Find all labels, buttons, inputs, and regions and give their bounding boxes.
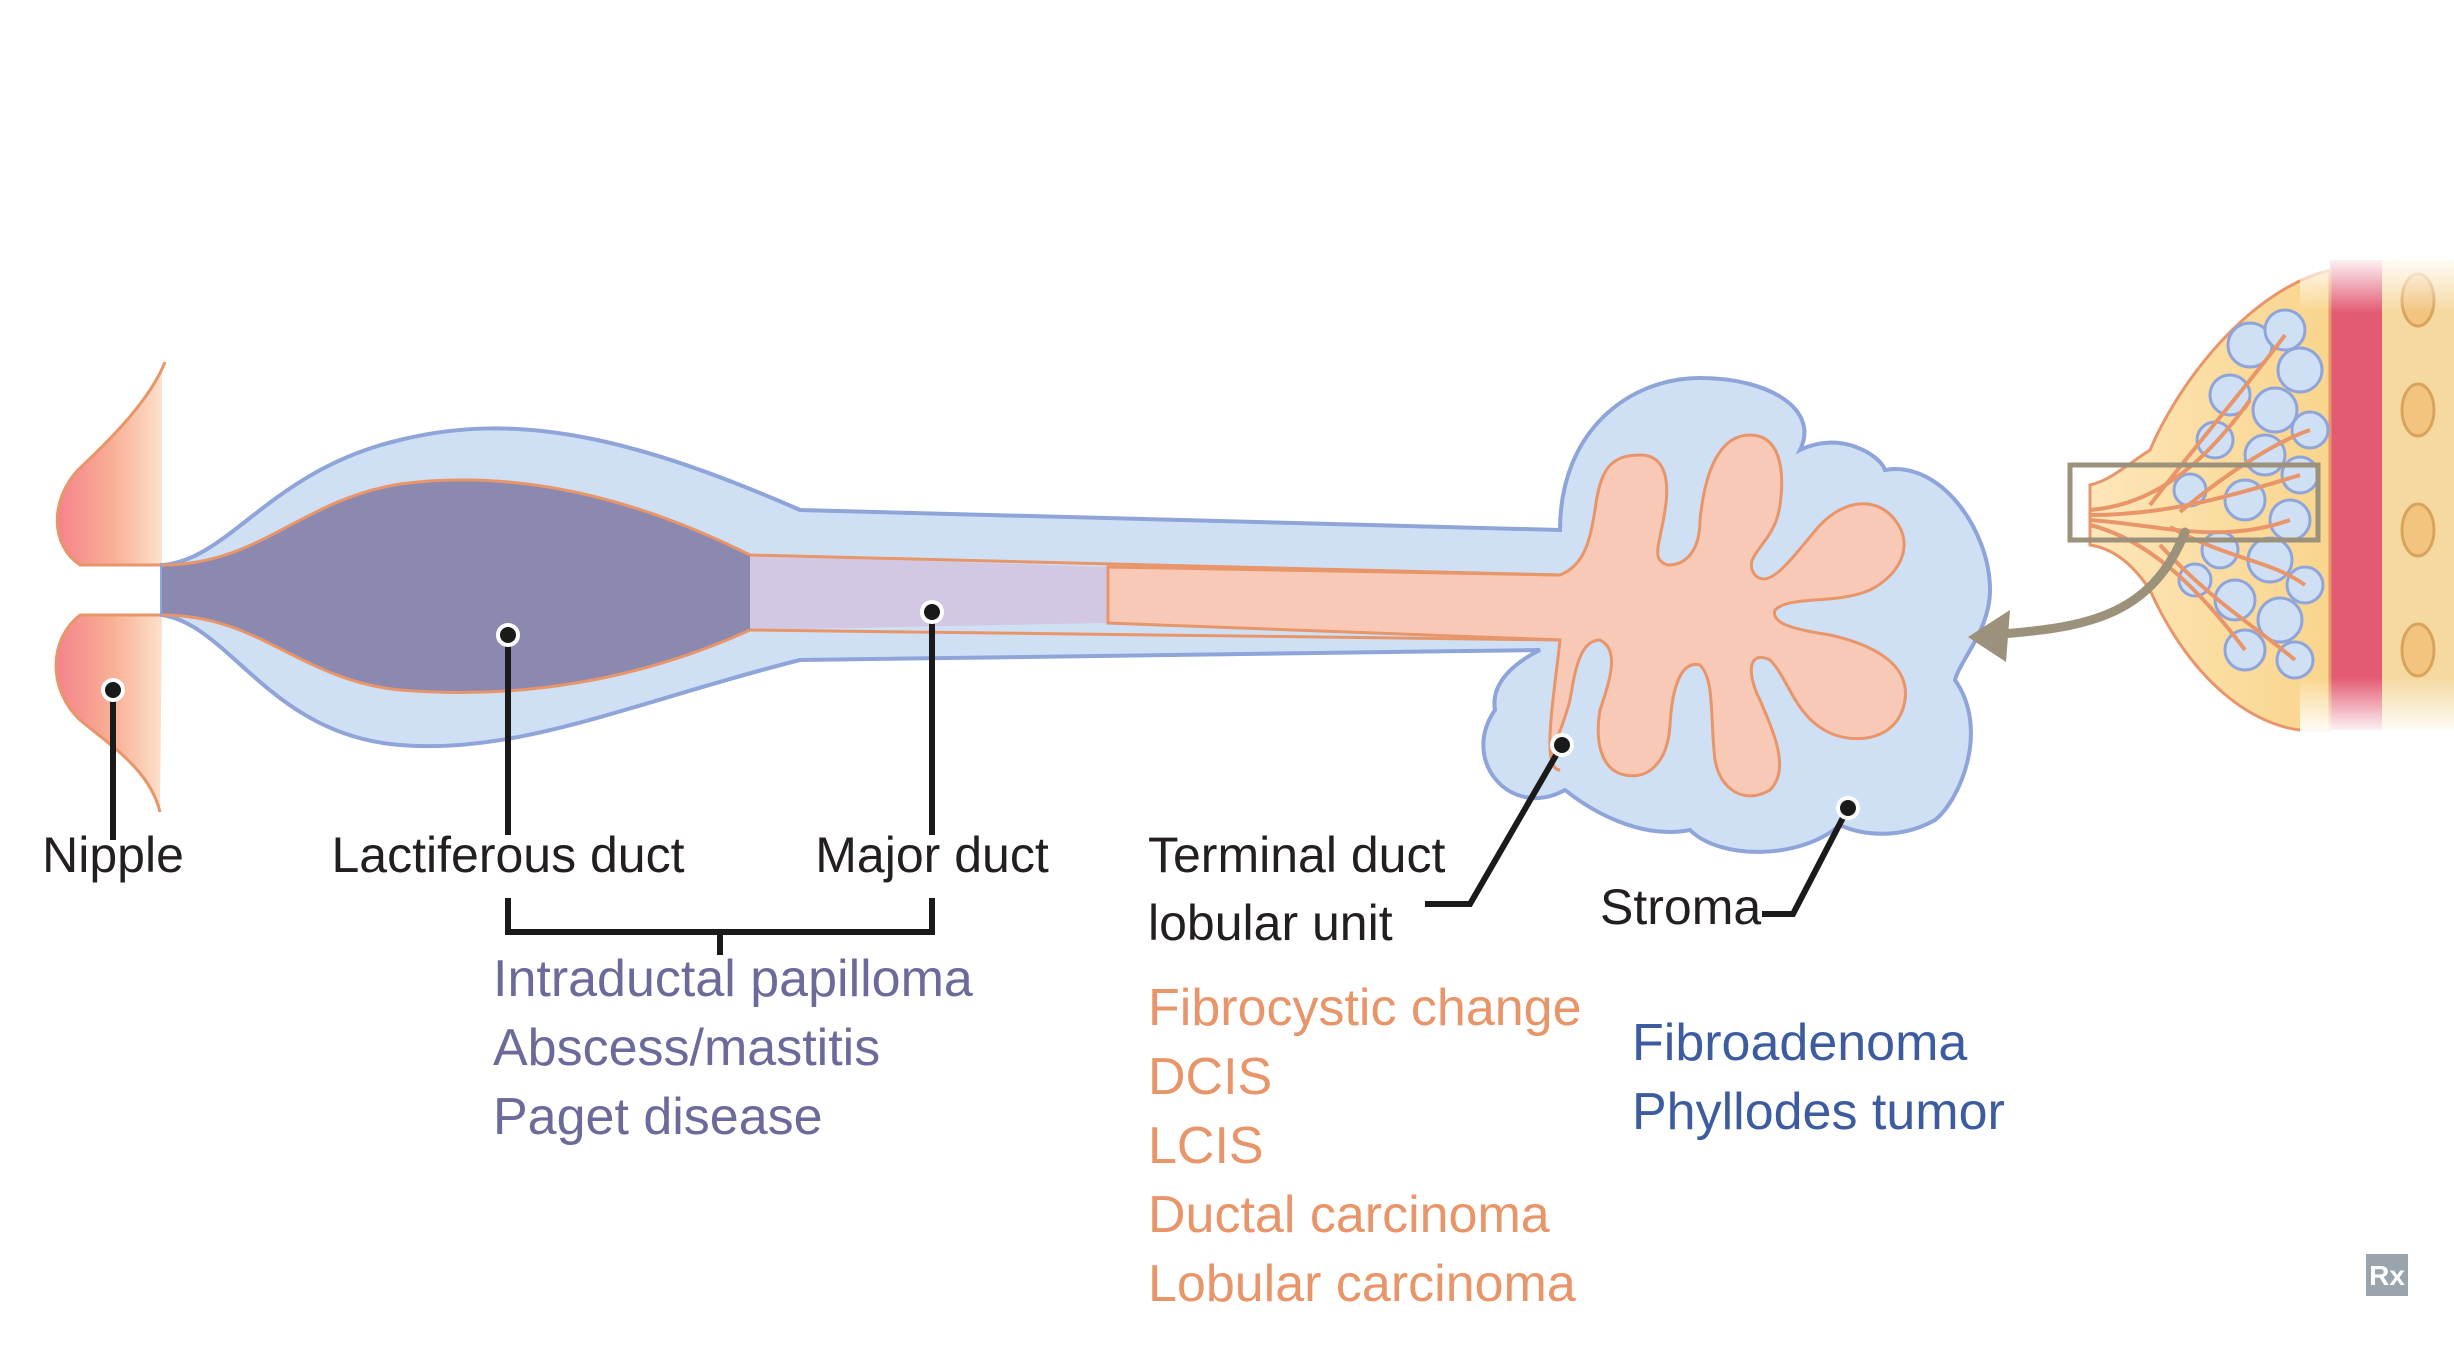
zoom-arrow-head	[1968, 610, 2010, 662]
breast-inset	[2067, 255, 2454, 735]
rx-logo-badge	[2366, 1254, 2408, 1296]
nipple-lower-lobe	[56, 615, 162, 812]
dx-abscess-mastitis: Abscess/mastitis	[493, 1019, 880, 1077]
dx-intraductal-papilloma: Intraductal papilloma	[493, 950, 973, 1008]
label-tdlu-line1: Terminal duct	[1148, 827, 1445, 883]
dx-paget-disease: Paget disease	[493, 1088, 823, 1146]
terminal-duct-lobular-unit	[1106, 433, 1907, 798]
stroma-leader	[1762, 806, 1851, 917]
wall-fade-overlay	[2300, 255, 2454, 735]
leader-lines	[101, 600, 1860, 955]
lactiferous-duct-segment	[162, 479, 750, 693]
inset-ducts	[2089, 333, 2311, 662]
major-duct-segment	[750, 555, 1108, 630]
nipple-illustration	[54, 361, 167, 813]
zoom-arrow	[1968, 527, 2190, 662]
lactiferous-duct-outline	[161, 478, 751, 694]
nipple-marker-dot	[101, 678, 125, 702]
dx-dcis: DCIS	[1148, 1048, 1272, 1106]
inset-zoom-box	[2067, 462, 2321, 543]
tdlu-leader	[1425, 743, 1565, 907]
major-duct-marker-dot	[920, 600, 944, 624]
label-tdlu-line2: lobular unit	[1148, 895, 1393, 951]
dx-lcis: LCIS	[1148, 1117, 1264, 1175]
tdlu-diagnoses-list: Fibrocystic change DCIS LCIS Ductal carc…	[1148, 979, 1582, 1313]
nipple-upper-lobe	[57, 365, 162, 565]
duct-diagnoses-list: Intraductal papilloma Abscess/mastitis P…	[493, 950, 973, 1146]
label-lactiferous-duct: Lactiferous duct	[332, 827, 685, 883]
rx-logo: Rx	[2366, 1254, 2408, 1296]
zoom-arrow-shaft	[1985, 527, 2190, 640]
dx-lobular-carcinoma: Lobular carcinoma	[1148, 1255, 1576, 1313]
dx-fibrocystic-change: Fibrocystic change	[1148, 979, 1582, 1037]
label-major-duct: Major duct	[815, 827, 1049, 883]
tdlu-marker-dot	[1550, 733, 1574, 757]
stroma-diagnoses-list: Fibroadenoma Phyllodes tumor	[1632, 1014, 2005, 1141]
dx-fibroadenoma: Fibroadenoma	[1632, 1014, 1967, 1072]
lactiferous-duct-marker-dot	[496, 623, 520, 647]
label-nipple: Nipple	[42, 827, 184, 883]
terminal-duct-outline	[749, 553, 1561, 642]
stroma-marker-dot	[1836, 796, 1860, 820]
label-stroma: Stroma	[1600, 879, 1761, 935]
ducts-grouping-bracket	[505, 898, 935, 955]
rx-logo-text: Rx	[2369, 1260, 2405, 1291]
nipple-outline	[54, 361, 167, 813]
dx-phyllodes-tumor: Phyllodes tumor	[1632, 1083, 2005, 1141]
dx-ductal-carcinoma: Ductal carcinoma	[1148, 1186, 1550, 1244]
